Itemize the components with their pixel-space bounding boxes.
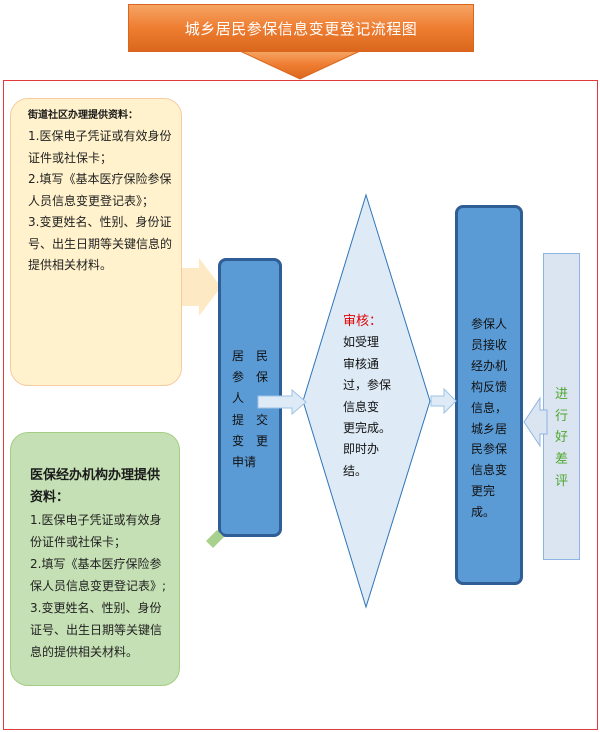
result-step-line: 参保人 <box>471 317 508 331</box>
community-material-item: 3.变更姓名、性别、身份证号、出生日期等关键信息的提供相关材料。 <box>28 215 173 272</box>
review-step-heading: 审核： <box>343 314 383 329</box>
apply-step-line: 人 <box>232 391 257 406</box>
review-step-line: 信息变 <box>343 399 380 414</box>
review-step-line: 过，参保 <box>343 378 392 393</box>
review-step-line: 审核通 <box>343 356 380 371</box>
community-material-item: 1.医保电子凭证或有效身份证件或社保卡； <box>28 129 172 165</box>
result-step-line: 民参保 <box>471 442 508 457</box>
apply-step-line: 提交 <box>232 412 281 427</box>
agency-material-item: 3.变更姓名、性别、身份证号、出生日期等关键信息的提供相关材料。 <box>30 601 163 659</box>
result-step-line: 更完 <box>471 484 496 499</box>
result-step-line: 经办机 <box>471 358 508 373</box>
review-step-line: 如受理 <box>343 335 380 350</box>
title-down-arrow <box>239 50 361 80</box>
rating-step-box: 进行好差评 <box>543 253 580 560</box>
apply-step-line: 居民 <box>232 349 281 363</box>
result-step-text: 参保人 员接收 经办机 构反馈 信息， 城乡居 民参保 信息变 更完 成。 <box>471 314 507 523</box>
agency-materials-box: 医保经办机构办理提供资料： 1.医保电子凭证或有效身份证件或社保卡； 2.填写《… <box>10 432 180 686</box>
community-materials-heading: 街道社区办理提供资料： <box>28 110 138 121</box>
review-step-line: 更完成。 <box>343 421 392 436</box>
result-step-line: 信息， <box>471 400 508 415</box>
review-step-line: 结。 <box>343 463 368 478</box>
review-step-line: 即时办 <box>343 442 380 457</box>
community-materials-text: 街道社区办理提供资料： 1.医保电子凭证或有效身份证件或社保卡； 2.填写《基本… <box>28 105 173 277</box>
review-step-text: 审核： 如受理 审核通 过，参保 信息变 更完成。 即时办 结。 <box>343 311 391 482</box>
apply-step-line: 参保 <box>232 370 281 385</box>
community-material-item: 2.填写《基本医疗保险参保人员信息变更登记表》； <box>28 172 172 208</box>
apply-step-text: 居民 参保 人 提交 变更 申请 <box>232 346 280 473</box>
result-step-line: 信息变 <box>471 463 508 478</box>
agency-material-item: 1.医保电子凭证或有效身份证件或社保卡； <box>30 513 162 549</box>
result-step-line: 成。 <box>471 505 496 520</box>
result-step-line: 员接收 <box>471 337 508 352</box>
process-frame <box>3 80 598 730</box>
apply-step-line: 申请 <box>232 455 257 470</box>
result-step-line: 构反馈 <box>471 379 508 394</box>
agency-materials-heading: 医保经办机构办理提供资料： <box>30 468 161 505</box>
result-step-line: 城乡居 <box>471 421 508 436</box>
apply-step-line: 变更 <box>232 433 281 448</box>
result-step-box: 参保人 员接收 经办机 构反馈 信息， 城乡居 民参保 信息变 更完 成。 <box>455 205 523 585</box>
apply-step-box: 居民 参保 人 提交 变更 申请 <box>218 258 282 537</box>
community-materials-box: 街道社区办理提供资料： 1.医保电子凭证或有效身份证件或社保卡； 2.填写《基本… <box>10 98 182 386</box>
agency-material-item: 2.填写《基本医疗保险参保人员信息变更登记表》; <box>30 557 167 593</box>
agency-materials-text: 医保经办机构办理提供资料： 1.医保电子凭证或有效身份证件或社保卡； 2.填写《… <box>30 465 168 663</box>
page-title: 城乡居民参保信息变更登记流程图 <box>184 19 418 38</box>
rating-step-text: 进行好差评 <box>555 387 569 489</box>
